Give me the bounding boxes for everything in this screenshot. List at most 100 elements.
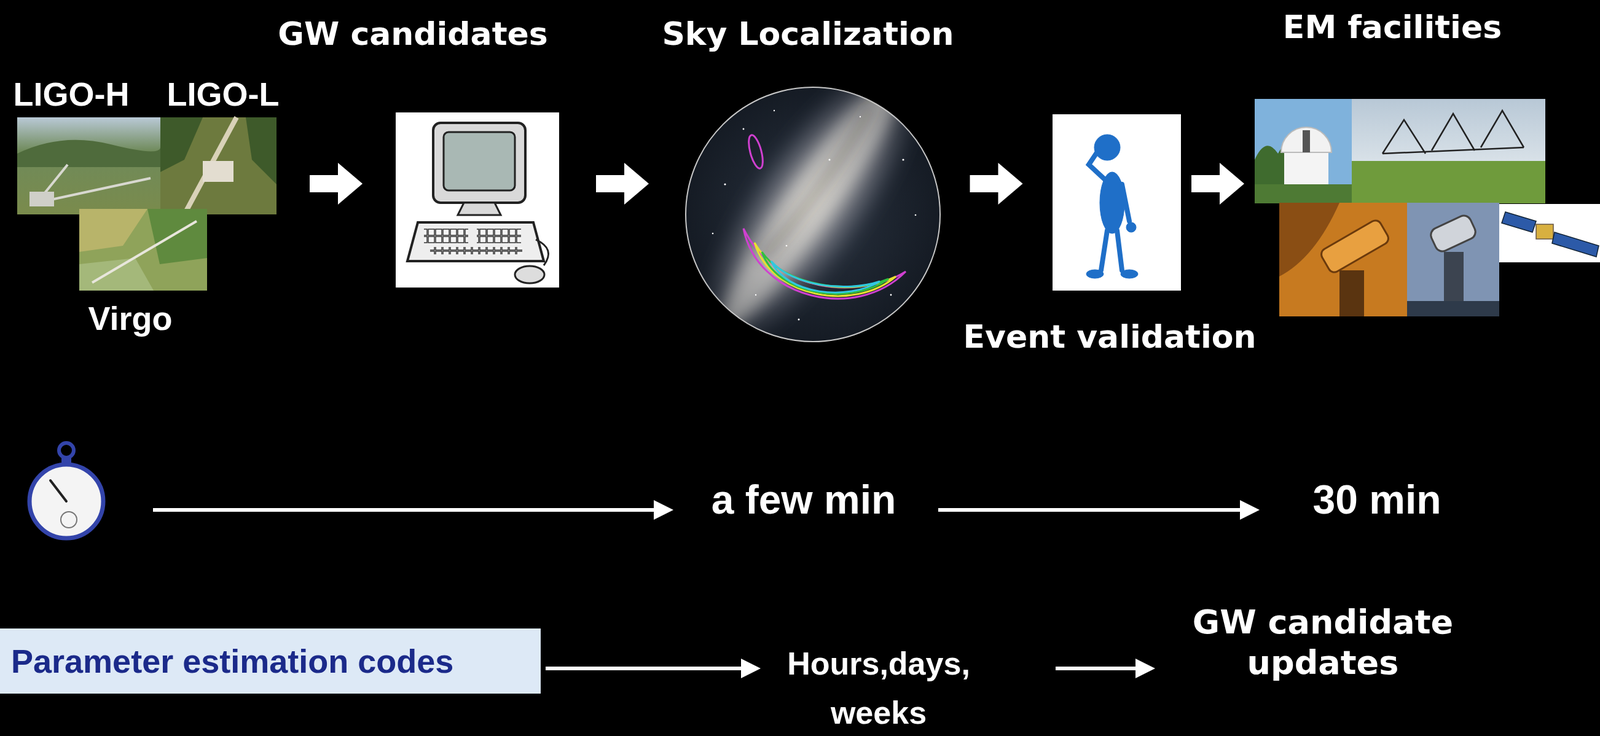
satellite-body (1536, 224, 1554, 240)
floor (1407, 301, 1500, 317)
timeline-arrow (152, 508, 659, 512)
node-heading: Virgo (87, 299, 173, 338)
box-text: Parameter estimation codes (11, 642, 454, 681)
node-heading: GW candidates (277, 15, 549, 53)
keys (430, 247, 523, 255)
computer-icon (395, 112, 560, 288)
stopwatch-face (29, 464, 104, 539)
solar-panel (1552, 232, 1599, 257)
arm (1088, 149, 1105, 180)
ligo-livingston-photo (160, 117, 277, 215)
photo-ground (1407, 202, 1500, 317)
icon-ground (395, 112, 560, 288)
contour (771, 261, 880, 293)
star (859, 116, 861, 118)
antenna-wire (1382, 147, 1524, 154)
monitor-stand (457, 202, 501, 216)
time-label: a few min (711, 476, 897, 523)
head (1094, 134, 1121, 161)
keys (476, 228, 522, 244)
photo-sky (1254, 98, 1352, 204)
telescope-photo (1279, 202, 1408, 317)
timeline-arrow (938, 508, 1245, 512)
solar-panel (1501, 211, 1537, 233)
contour (761, 251, 889, 294)
contour (745, 133, 766, 171)
detector-photos: LIGO-HLIGO-LVirgo (17, 117, 277, 291)
node-heading: LIGO-H (13, 74, 130, 114)
star (742, 128, 745, 131)
node-heading: Sky Localization (661, 15, 954, 53)
observatory-photo (1254, 98, 1352, 204)
stopwatch-hand (50, 480, 67, 502)
virgo-photo (79, 208, 208, 291)
time-label: 30 min (1312, 476, 1441, 523)
stick-figure (1086, 134, 1138, 279)
hill (17, 140, 161, 168)
telescope-tube (1319, 218, 1391, 275)
node-heading: EM facilities (1282, 8, 1502, 46)
field (79, 258, 154, 291)
antenna (1382, 119, 1426, 154)
localization-contours (743, 133, 906, 300)
photo-ground (1279, 202, 1408, 317)
milky-way-band (654, 16, 968, 389)
star (798, 318, 800, 321)
arrowhead (741, 658, 761, 679)
facility-photos: EM facilities (1254, 98, 1546, 317)
star (785, 245, 788, 248)
star (712, 232, 714, 235)
computer-panel: GW candidates (395, 112, 560, 288)
telescope-mount (1443, 251, 1464, 302)
field (1351, 160, 1546, 204)
stopwatch-icon (29, 443, 104, 539)
person-icon (1052, 114, 1181, 291)
arrowhead (653, 500, 674, 520)
telescope-tube (1428, 213, 1478, 254)
field (79, 208, 148, 252)
keys (423, 228, 469, 244)
foot (1086, 269, 1104, 279)
time-label: Hours,days, weeks (746, 639, 1011, 736)
icon-ground (1052, 114, 1181, 291)
forest (160, 117, 203, 173)
contour (743, 228, 906, 299)
photo-ground (79, 208, 208, 291)
monitor (433, 122, 526, 203)
stars (712, 109, 917, 321)
milky-way-core (702, 62, 920, 343)
forest (245, 117, 277, 185)
mouse (514, 266, 545, 284)
legs (1101, 230, 1122, 271)
satellite-image (1499, 203, 1600, 263)
stopwatch-ring (58, 443, 74, 458)
photo-ground (160, 117, 277, 215)
timeline-arrow (1055, 666, 1141, 671)
mouse-cable (535, 239, 549, 266)
field (147, 208, 208, 265)
keyboard (407, 222, 544, 262)
photo-ground (17, 117, 161, 215)
sky-map (654, 16, 968, 389)
milky-way (654, 16, 968, 389)
hand (1126, 222, 1137, 233)
flow-arrow (309, 162, 363, 205)
dome-slit (1302, 130, 1310, 153)
stopwatch-dial (60, 511, 77, 528)
node-heading: Event validation (962, 318, 1256, 356)
building (202, 160, 234, 182)
detector-arm (184, 117, 237, 215)
dome (1281, 127, 1332, 153)
arrowhead (1239, 500, 1260, 520)
flow-arrow (1191, 162, 1245, 205)
radio-array-photo (1351, 98, 1546, 204)
screen (443, 132, 515, 191)
antennas (1382, 110, 1524, 154)
image-ground (1499, 203, 1600, 263)
star (773, 109, 775, 112)
contour (754, 242, 896, 297)
ligo-hanford-photo (17, 117, 161, 215)
dust-lane (761, 104, 873, 259)
detector-arm (92, 221, 197, 283)
star (901, 158, 904, 161)
